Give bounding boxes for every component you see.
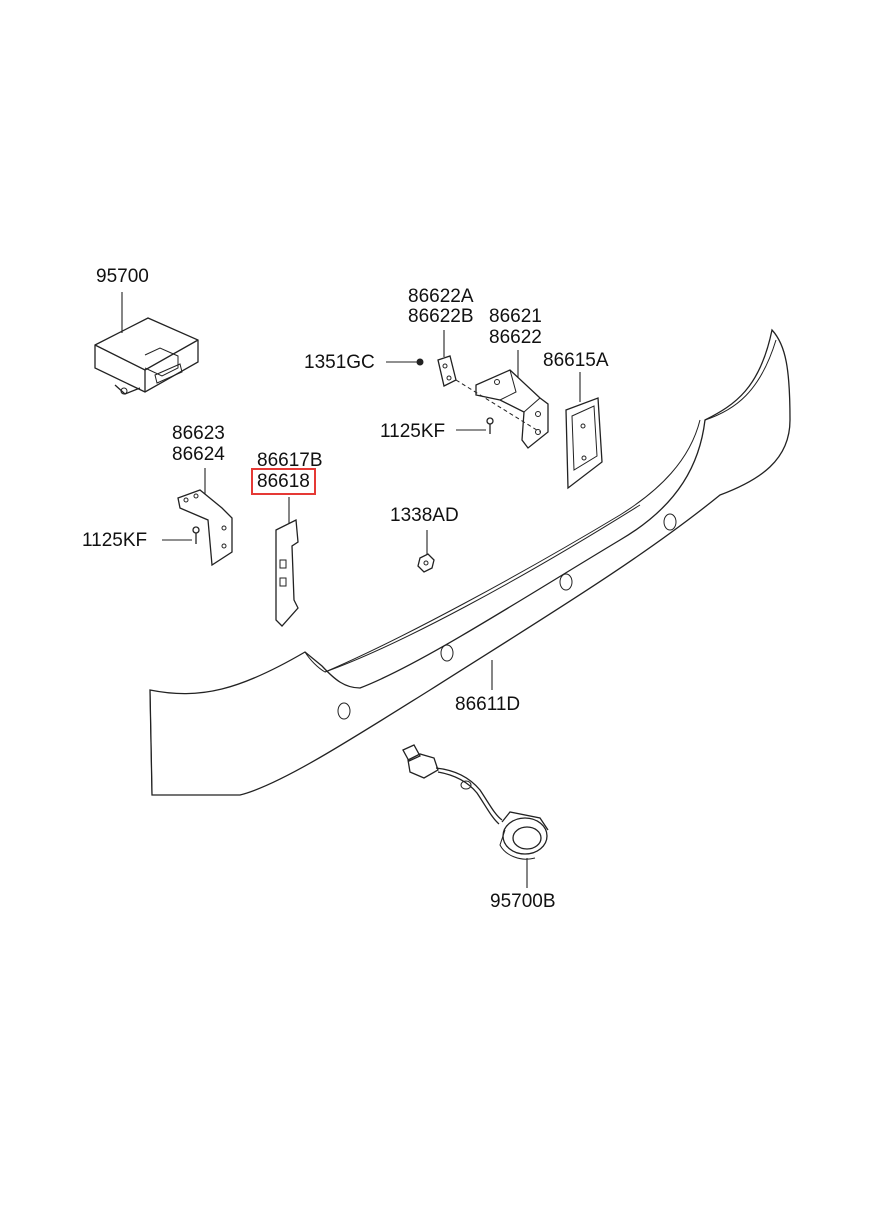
sensor-95700B bbox=[402, 744, 549, 888]
label-86622: 86622 bbox=[489, 327, 542, 348]
label-86615A: 86615A bbox=[543, 350, 609, 371]
label-95700: 95700 bbox=[96, 266, 149, 287]
label-86618-highlighted: 86618 bbox=[251, 468, 316, 495]
label-1125KF-right: 1125KF bbox=[380, 421, 446, 442]
bracket-86621 bbox=[475, 350, 549, 449]
plate-86622A bbox=[437, 330, 541, 433]
label-86611D: 86611D bbox=[455, 694, 521, 715]
stay-86618 bbox=[275, 497, 299, 627]
bumper-cover-86611D bbox=[149, 328, 791, 796]
label-86624: 86624 bbox=[172, 444, 225, 465]
label-95700B: 95700B bbox=[490, 891, 556, 912]
label-86622B: 86622B bbox=[408, 306, 474, 327]
bracket-86615A bbox=[565, 372, 603, 490]
bolt-1125KF-right bbox=[456, 417, 494, 434]
nut-1338AD bbox=[417, 530, 435, 573]
bracket-86623 bbox=[177, 468, 233, 567]
label-86617B: 86617B bbox=[257, 450, 323, 471]
label-86623: 86623 bbox=[172, 423, 225, 444]
label-1338AD: 1338AD bbox=[390, 505, 459, 526]
label-86622A: 86622A bbox=[408, 286, 474, 307]
screw-1351GC bbox=[386, 358, 424, 366]
label-1351GC: 1351GC bbox=[304, 352, 375, 373]
label-86621: 86621 bbox=[489, 306, 542, 327]
control-unit-95700 bbox=[94, 292, 199, 395]
label-1125KF-left: 1125KF bbox=[82, 530, 148, 551]
bolt-1125KF-left bbox=[162, 526, 200, 544]
